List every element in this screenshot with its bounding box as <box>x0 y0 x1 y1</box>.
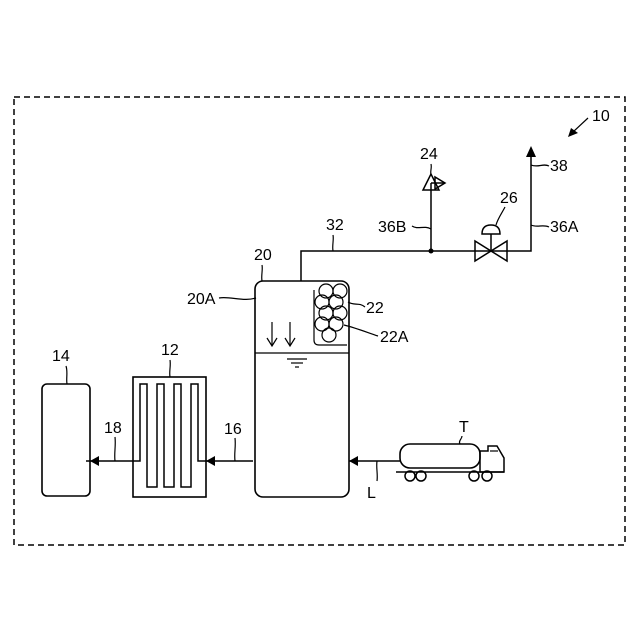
leader-20A <box>219 298 256 300</box>
leader-32 <box>333 235 334 251</box>
label-exchanger-12: 12 <box>161 342 179 359</box>
control-valve-26 <box>475 225 507 261</box>
label-branch-36A: 36A <box>550 219 579 236</box>
system-leader-arrow <box>568 118 588 137</box>
leader-16 <box>235 438 236 461</box>
label-branch-36B: 36B <box>378 219 406 236</box>
leader-T <box>459 436 462 444</box>
tank-14 <box>42 384 90 496</box>
label-tank-14: 14 <box>52 348 70 365</box>
label-vessel-20: 20 <box>254 247 272 264</box>
label-control-valve-26: 26 <box>500 190 518 207</box>
tanker-truck-T <box>396 444 504 481</box>
flow-arrow-18 <box>90 456 99 466</box>
label-system: 10 <box>592 108 610 125</box>
label-packing-22: 22 <box>366 300 384 317</box>
relief-valve-24 <box>423 174 445 190</box>
label-relief-valve-24: 24 <box>420 146 438 163</box>
label-line-L: L <box>367 485 376 502</box>
vent-38-arrow <box>526 146 536 157</box>
leader-36A <box>531 225 549 227</box>
exchanger-12 <box>133 377 206 497</box>
leader-38 <box>531 165 549 166</box>
vessel-20 <box>255 281 349 497</box>
leader-36B <box>412 226 431 229</box>
leader-L <box>377 461 378 481</box>
leader-12 <box>170 360 171 377</box>
flow-arrow-16 <box>206 456 215 466</box>
label-packing-22A: 22A <box>380 329 409 346</box>
leader-14 <box>66 366 67 384</box>
leader-22 <box>348 302 365 307</box>
label-line-18: 18 <box>104 420 122 437</box>
leader-20 <box>262 265 263 281</box>
label-vessel-20A: 20A <box>187 291 216 308</box>
label-vent-38: 38 <box>550 158 568 175</box>
leader-18 <box>115 437 116 461</box>
flow-arrow-L <box>349 456 358 466</box>
leader-24 <box>431 164 432 175</box>
label-truck-T: T <box>459 419 469 436</box>
label-pipe-32: 32 <box>326 217 344 234</box>
label-line-16: 16 <box>224 421 242 438</box>
leader-26 <box>496 207 505 225</box>
